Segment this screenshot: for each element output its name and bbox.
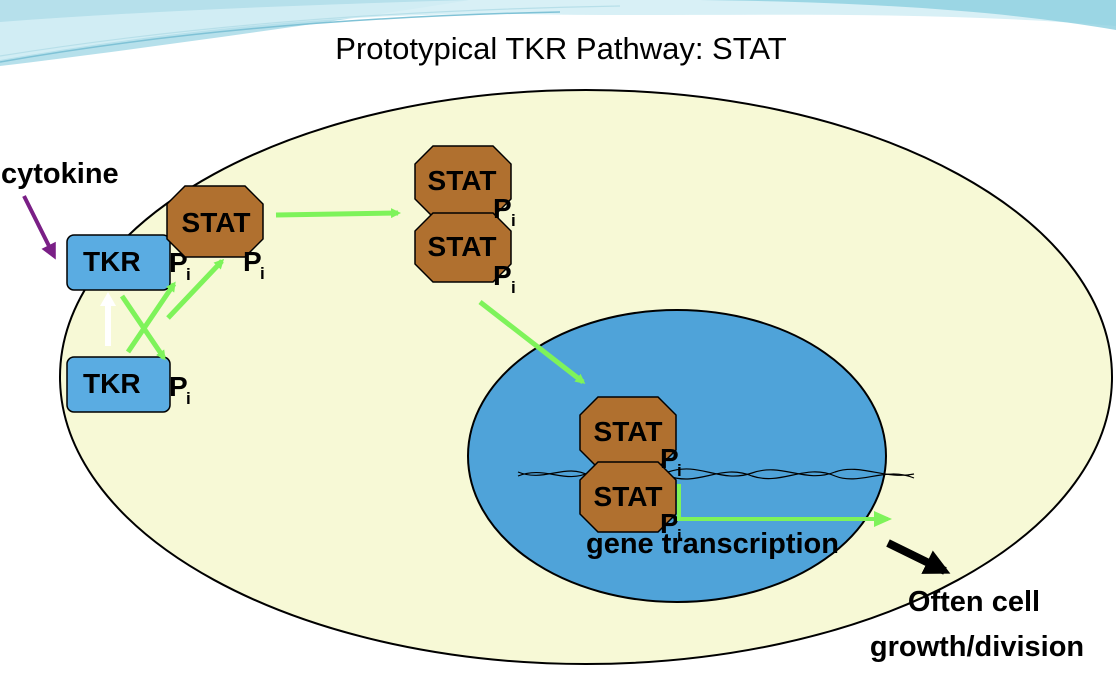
stat-protein-dimer-bottom [414, 212, 512, 283]
cytokine-arrow [22, 195, 56, 260]
svg-text:i: i [186, 265, 191, 284]
svg-text:i: i [511, 211, 516, 230]
svg-text:P: P [243, 246, 262, 277]
svg-text:P: P [493, 193, 512, 224]
svg-text:P: P [660, 508, 679, 539]
nucleus [467, 309, 887, 603]
cytokine-label: cytokine [1, 158, 119, 190]
header-wave-decoration [0, 0, 1116, 66]
phosphate-nucleus-bottom: P i [660, 508, 682, 545]
phosphate-tkr-bottom: P i [169, 371, 191, 408]
phosphate-stat-receptor: P i [243, 246, 265, 283]
dimerization-arrow-head [100, 292, 116, 306]
stat-label-nucleus-top: STAT [594, 416, 663, 447]
phosphate-dimer-bottom: P i [493, 260, 516, 297]
svg-text:i: i [677, 526, 682, 545]
svg-text:P: P [660, 443, 679, 474]
stat-label-nucleus-bottom: STAT [594, 481, 663, 512]
outcome-label-line2: growth/division [870, 631, 1084, 663]
tkr-label-top: TKR [83, 246, 141, 277]
stat-recruit-arrow [166, 258, 225, 320]
stat-label-dimer-top: STAT [428, 165, 497, 196]
stat-label-receptor: STAT [182, 207, 251, 238]
tkr-receptor-top [66, 234, 171, 291]
svg-text:i: i [186, 389, 191, 408]
nuclear-import-arrow [478, 300, 586, 384]
dimerize-arrow [275, 208, 401, 219]
stat-label-dimer-bottom: STAT [428, 231, 497, 262]
dna-strand [517, 468, 915, 480]
stat-protein-receptor [166, 185, 264, 258]
svg-text:P: P [493, 260, 512, 291]
cross-phospho-arrow-down [119, 294, 167, 361]
page-title: Prototypical TKR Pathway: STAT [335, 31, 786, 66]
stat-protein-nucleus-bottom [579, 461, 677, 533]
svg-text:P: P [169, 371, 188, 402]
transcription-arrow [677, 484, 892, 527]
phosphate-nucleus-top: P i [660, 443, 682, 480]
cross-phospho-arrow-up [125, 281, 177, 354]
outcome-arrow [886, 539, 951, 575]
outcome-label-line1: Often cell [908, 586, 1040, 618]
svg-text:i: i [677, 461, 682, 480]
svg-text:i: i [260, 264, 265, 283]
phosphate-dimer-top: P i [493, 193, 516, 230]
svg-text:i: i [511, 278, 516, 297]
tkr-receptor-bottom [66, 356, 171, 413]
gene-transcription-label: gene transcription [586, 528, 839, 560]
tkr-label-bottom: TKR [83, 368, 141, 399]
